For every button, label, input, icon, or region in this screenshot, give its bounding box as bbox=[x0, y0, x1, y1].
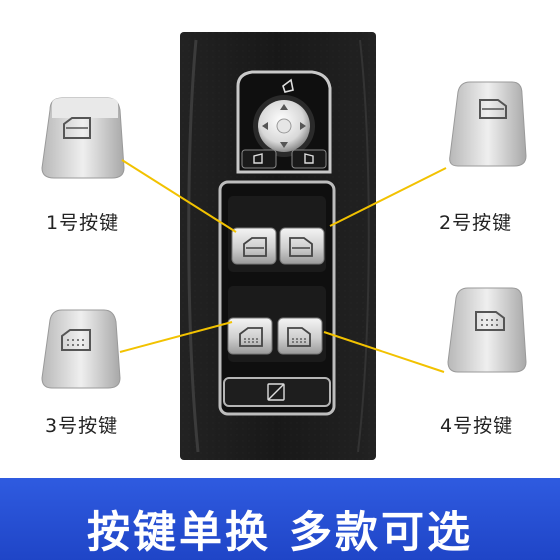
key-label-2: 2号按键 bbox=[439, 212, 513, 234]
child-lock-button bbox=[223, 377, 331, 407]
window-button-3 bbox=[227, 317, 273, 355]
window-button-4 bbox=[277, 317, 323, 355]
key-label-3: 3号按键 bbox=[45, 415, 119, 437]
key-cap-2 bbox=[449, 81, 527, 167]
window-button-2 bbox=[279, 227, 325, 265]
promo-banner-title: 按键单换 多款可选 bbox=[87, 508, 473, 558]
mirror-fold-icon bbox=[282, 78, 294, 93]
mirror-right-selector-icon bbox=[291, 149, 327, 169]
key-label-1: 1号按键 bbox=[46, 212, 120, 234]
window-up-icon bbox=[479, 99, 507, 119]
key-label-4: 4号按键 bbox=[440, 415, 514, 437]
key-cap-3 bbox=[41, 309, 121, 389]
window-button-1 bbox=[231, 227, 277, 265]
window-down-icon bbox=[475, 311, 505, 331]
key-cap-1 bbox=[41, 97, 125, 179]
leader-lines bbox=[119, 159, 447, 373]
leader-line-1 bbox=[121, 159, 237, 233]
key-cap-4 bbox=[447, 287, 527, 373]
promo-banner bbox=[0, 478, 560, 560]
leader-line-3 bbox=[119, 321, 233, 353]
leader-line-2 bbox=[329, 167, 447, 227]
leader-line-4 bbox=[323, 331, 445, 373]
mirror-left-selector-icon bbox=[241, 149, 277, 169]
door-panel-photo bbox=[180, 32, 376, 460]
window-down-icon bbox=[61, 329, 91, 351]
window-up-icon bbox=[63, 117, 91, 139]
mirror-adjust-knob bbox=[253, 95, 315, 157]
